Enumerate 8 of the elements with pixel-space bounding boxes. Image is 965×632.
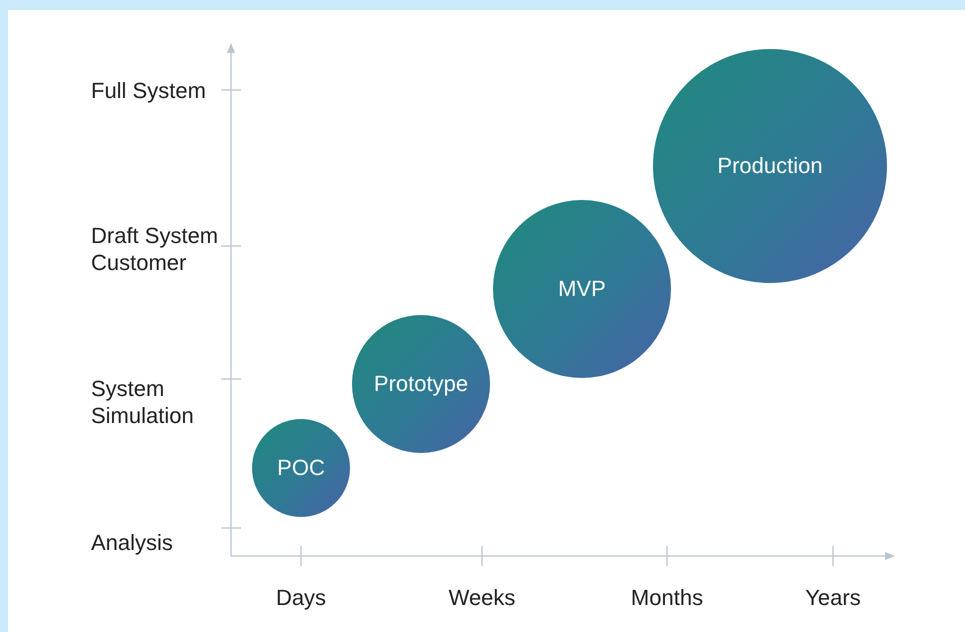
y-axis-label: Draft System Customer (91, 222, 220, 276)
y-axis-label: Full System (91, 77, 207, 104)
x-axis-label: Years (805, 584, 861, 611)
y-axis-label: System Simulation (91, 375, 195, 429)
y-axis-label: Analysis (91, 529, 174, 556)
x-axis-label: Days (276, 584, 326, 611)
x-axis-label: Weeks (448, 584, 516, 611)
x-axis-label: Months (630, 584, 704, 611)
